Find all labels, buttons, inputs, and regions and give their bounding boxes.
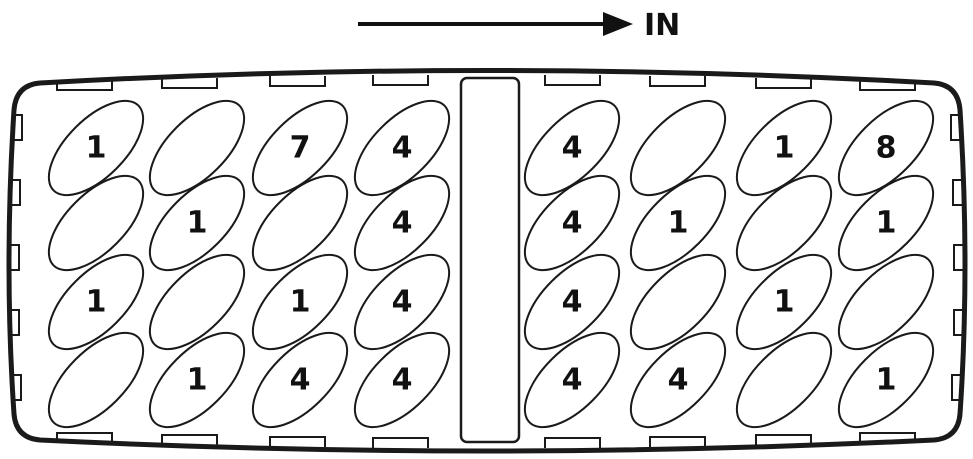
left-well-r2-c3: [251, 174, 349, 272]
left-well-r2-c2: 1: [148, 174, 246, 272]
right-well-r3-c3: 1: [735, 253, 833, 351]
well-outline: [353, 174, 451, 272]
well-outline: [353, 253, 451, 351]
well-count: 7: [290, 131, 311, 166]
well-outline: [251, 99, 349, 197]
right-well-r1-c1: 4: [523, 99, 621, 197]
well-outline: [148, 253, 246, 351]
well-outline: [523, 99, 621, 197]
right-well-r3-c1: 4: [523, 253, 621, 351]
left-well-r1-c2: [148, 99, 246, 197]
well-outline: [735, 253, 833, 351]
well-outline: [629, 331, 727, 429]
left-well-r1-c4: 4: [353, 99, 451, 197]
well-count: 4: [562, 363, 583, 398]
well-outline: [523, 331, 621, 429]
well-outline: [735, 331, 833, 429]
well-outline: [47, 253, 145, 351]
left-well-r4-c4: 4: [353, 331, 451, 429]
well-outline: [629, 174, 727, 272]
right-well-r2-c3: [735, 174, 833, 272]
well-outline: [47, 331, 145, 429]
well-count: 1: [290, 285, 311, 320]
right-well-r2-c2: 1: [629, 174, 727, 272]
left-well-r1-c1: 1: [47, 99, 145, 197]
arrow-head-icon: [603, 12, 633, 36]
right-well-r4-c3: [735, 331, 833, 429]
well-outline: [47, 99, 145, 197]
center-divider: [459, 76, 521, 444]
well-outline: [251, 331, 349, 429]
well-count: 4: [562, 131, 583, 166]
right-well-r4-c2: 4: [629, 331, 727, 429]
well-outline: [837, 99, 935, 197]
left-well-r3-c3: 1: [251, 253, 349, 351]
rim-tabs: [9, 75, 964, 448]
well-outline: [735, 174, 833, 272]
right-well-r1-c4: 8: [837, 99, 935, 197]
well-outline: [251, 253, 349, 351]
well-outline: [629, 99, 727, 197]
well-count: 1: [876, 206, 897, 241]
well-count: 4: [562, 206, 583, 241]
right-well-r3-c4: [837, 253, 935, 351]
well-outline: [47, 174, 145, 272]
right-well-r4-c4: 1: [837, 331, 935, 429]
well-count: 1: [187, 206, 208, 241]
well-count: 1: [876, 363, 897, 398]
well-count: 4: [290, 363, 311, 398]
well-count: 1: [86, 285, 107, 320]
direction-label: IN: [644, 8, 680, 43]
well-count: 1: [774, 285, 795, 320]
well-outline: [523, 253, 621, 351]
right-well-r3-c2: [629, 253, 727, 351]
well-outline: [148, 331, 246, 429]
well-count: 1: [774, 131, 795, 166]
left-well-r3-c1: 1: [47, 253, 145, 351]
left-well-r2-c4: 4: [353, 174, 451, 272]
well-outline: [629, 253, 727, 351]
well-outline: [523, 174, 621, 272]
well-count: 4: [392, 206, 413, 241]
well-count: 4: [392, 363, 413, 398]
direction-indicator: IN: [358, 8, 680, 43]
well-count: 4: [668, 363, 689, 398]
left-well-r3-c4: 4: [353, 253, 451, 351]
well-outline: [735, 99, 833, 197]
well-count: 1: [86, 131, 107, 166]
well-count: 1: [187, 363, 208, 398]
well-outline: [837, 253, 935, 351]
well-outline: [837, 331, 935, 429]
well-outline: [148, 99, 246, 197]
left-well-r4-c3: 4: [251, 331, 349, 429]
left-well-block: 1 7 4 1 4 1 1 4 1 4 4: [47, 99, 451, 429]
right-well-r2-c4: 1: [837, 174, 935, 272]
left-well-r3-c2: [148, 253, 246, 351]
well-outline: [837, 174, 935, 272]
well-count: 8: [876, 131, 897, 166]
well-count: 4: [392, 131, 413, 166]
right-well-r4-c1: 4: [523, 331, 621, 429]
well-count: 4: [392, 285, 413, 320]
right-well-r1-c3: 1: [735, 99, 833, 197]
well-outline: [353, 99, 451, 197]
well-outline: [251, 174, 349, 272]
well-outline: [353, 331, 451, 429]
right-well-r1-c2: [629, 99, 727, 197]
well-count: 4: [562, 285, 583, 320]
left-well-r1-c3: 7: [251, 99, 349, 197]
well-count: 1: [668, 206, 689, 241]
right-well-block: 4 1 8 4 1 1 4 1 4 4 1: [523, 99, 935, 429]
left-well-r2-c1: [47, 174, 145, 272]
well-outline: [148, 174, 246, 272]
left-well-r4-c1: [47, 331, 145, 429]
right-well-r2-c1: 4: [523, 174, 621, 272]
left-well-r4-c2: 1: [148, 331, 246, 429]
